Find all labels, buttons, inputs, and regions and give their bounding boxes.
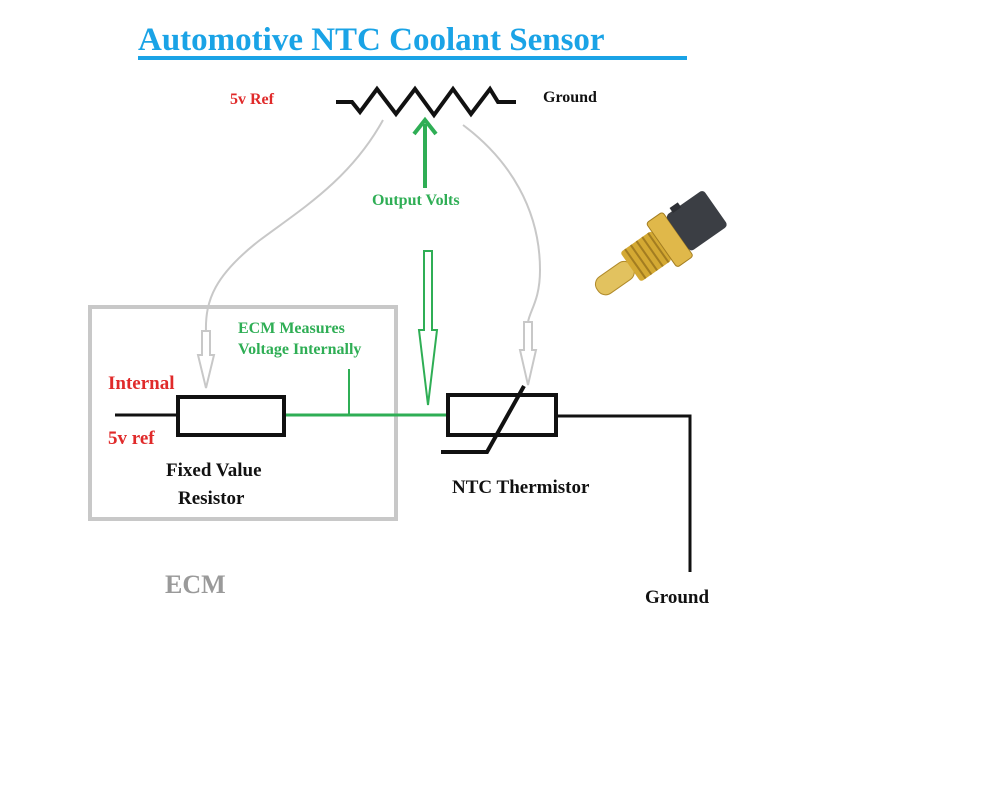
grey-lead-left <box>204 119 384 333</box>
thermistor-slash <box>441 385 526 454</box>
fixed-resistor-label-line2: Resistor <box>178 488 245 509</box>
grey-hollow-arrow-right <box>518 321 538 386</box>
coolant-sensor-photo <box>594 191 727 296</box>
fixed-resistor <box>176 395 286 437</box>
pot-ground-label: Ground <box>543 89 597 106</box>
ecm-measures-label-line2: Voltage Internally <box>238 341 361 358</box>
wiper-arrow-head <box>412 116 438 136</box>
grey-lead-right <box>462 124 542 323</box>
ecm-measures-label-line1: ECM Measures <box>238 320 345 337</box>
green-hollow-arrow-down <box>417 250 439 406</box>
grey-hollow-arrow-left <box>196 330 216 389</box>
pot-5v-ref-label: 5v Ref <box>230 91 275 108</box>
title-underline <box>138 56 687 60</box>
ntc-thermistor-label: NTC Thermistor <box>452 477 590 498</box>
ground-wire <box>556 414 692 572</box>
internal-label: Internal <box>108 373 175 394</box>
fixed-resistor-label-line1: Fixed Value <box>166 460 262 481</box>
ecm-box <box>88 305 398 521</box>
ground-label: Ground <box>645 587 710 608</box>
ecm-label: ECM <box>165 570 226 599</box>
sensor-connector <box>666 191 727 251</box>
page-title: Automotive NTC Coolant Sensor <box>138 22 605 58</box>
output-volts-label: Output Volts <box>372 192 460 209</box>
5v-ref-label: 5v ref <box>108 428 155 449</box>
potentiometer-symbol <box>336 85 516 119</box>
